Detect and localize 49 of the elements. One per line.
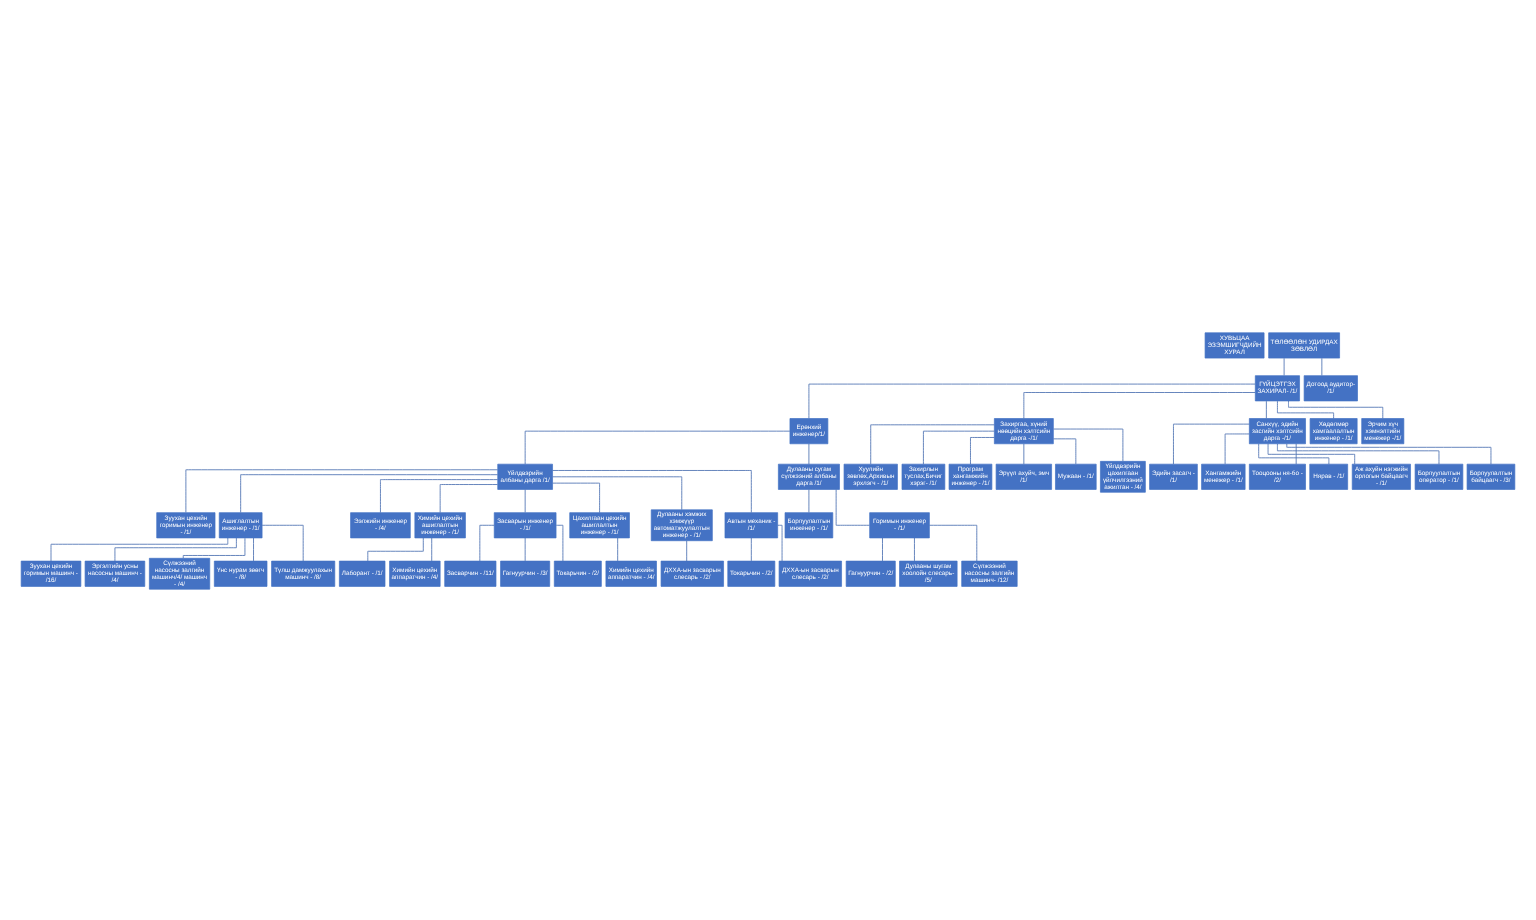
connector xyxy=(114,536,237,561)
connector xyxy=(50,536,229,561)
connector xyxy=(686,539,688,561)
connector xyxy=(970,436,995,464)
connector xyxy=(524,536,526,561)
connector xyxy=(552,469,752,512)
connector xyxy=(1258,442,1330,464)
connector xyxy=(870,423,995,464)
connector xyxy=(439,483,498,513)
connector xyxy=(1295,442,1297,464)
connector xyxy=(182,536,246,558)
connector xyxy=(808,442,810,464)
connector xyxy=(929,523,978,561)
connector xyxy=(1023,442,1025,464)
connector xyxy=(1224,432,1250,464)
connector xyxy=(1053,437,1077,464)
connector xyxy=(914,536,915,561)
connector xyxy=(777,523,783,561)
connector xyxy=(1265,399,1267,418)
connector xyxy=(185,468,499,512)
connector xyxy=(750,536,752,561)
connector xyxy=(555,523,564,561)
connector xyxy=(552,475,683,510)
connector xyxy=(1267,442,1356,464)
connector xyxy=(1288,399,1384,418)
connector xyxy=(1286,442,1492,464)
connector xyxy=(882,536,883,561)
connector xyxy=(1321,356,1323,375)
connector xyxy=(524,488,526,512)
connector xyxy=(835,488,870,525)
connector xyxy=(367,536,424,561)
connector xyxy=(240,473,499,512)
connector xyxy=(380,478,498,512)
connector xyxy=(1277,442,1440,464)
connector xyxy=(524,429,791,464)
connector xyxy=(253,536,254,561)
connector xyxy=(808,488,810,512)
connector xyxy=(1277,399,1335,418)
connector xyxy=(552,481,600,513)
connector xyxy=(1053,427,1124,461)
connector xyxy=(479,523,495,561)
connector xyxy=(431,536,433,561)
connector xyxy=(808,382,1256,418)
connector xyxy=(1283,356,1285,375)
connector xyxy=(617,536,619,561)
connector xyxy=(1173,422,1250,464)
connector xyxy=(923,429,995,464)
connector xyxy=(261,523,304,561)
connector xyxy=(1023,391,1256,418)
